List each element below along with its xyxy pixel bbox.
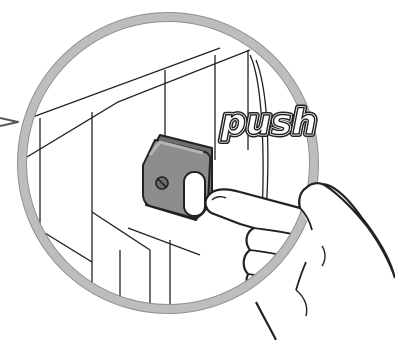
push-label: push	[220, 103, 317, 143]
push-callout: push push push	[220, 103, 317, 143]
leader-line	[0, 118, 18, 126]
latch-button-icon	[143, 135, 212, 220]
screw-icon	[156, 177, 168, 189]
